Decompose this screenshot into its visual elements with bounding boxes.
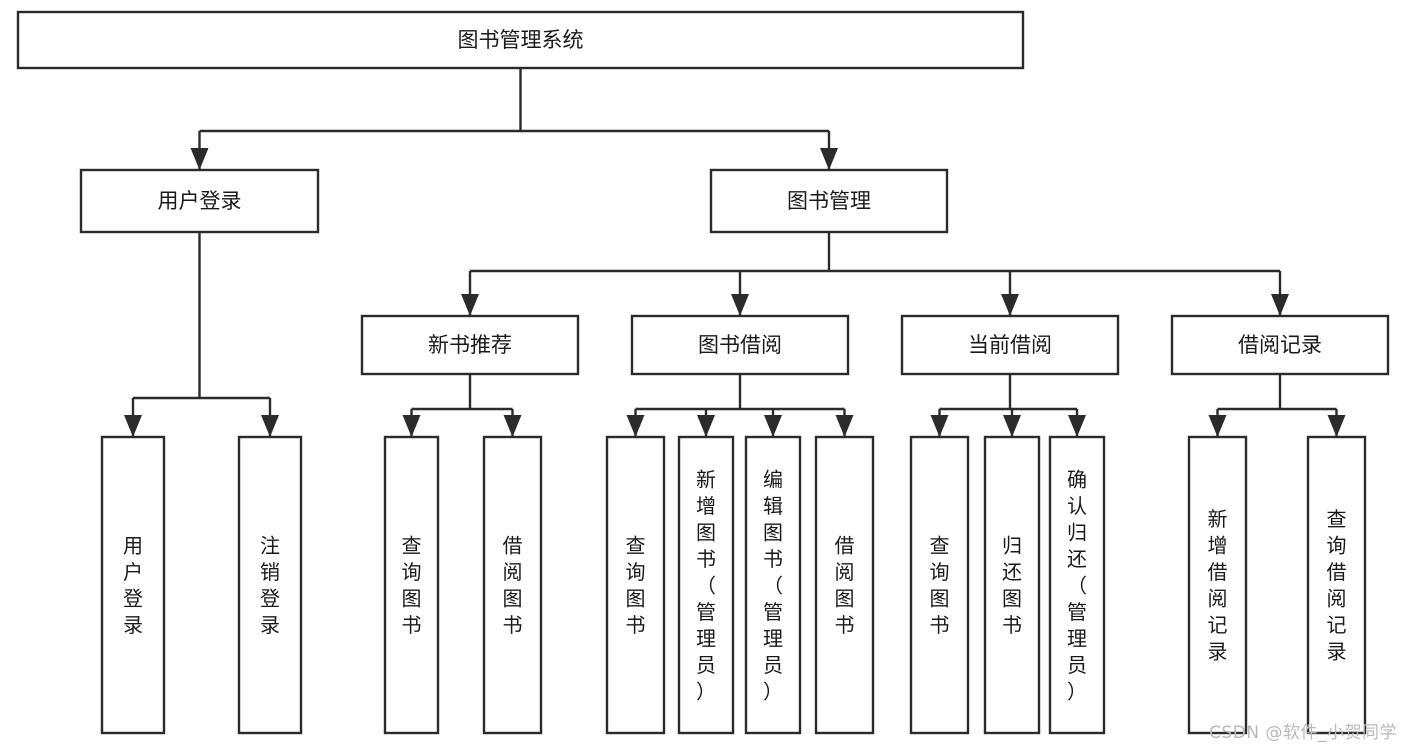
level2-node-1[interactable]: 新书推荐	[360, 314, 580, 376]
leaf-node-box[interactable]	[237, 435, 303, 735]
connectors-layer	[124, 68, 1346, 437]
arrow-head-icon	[835, 415, 854, 437]
leaf-node-label: 查询图书	[930, 534, 950, 638]
leaf-node-11[interactable]: 确认归还（管理员）	[1048, 435, 1106, 735]
level1-node-1[interactable]: 用户登录	[79, 168, 320, 234]
arrow-head-icon	[402, 415, 421, 437]
leaf-node-label: 借阅图书	[835, 534, 855, 638]
arrow-head-icon	[1327, 415, 1346, 437]
level2-node-3[interactable]: 当前借阅	[900, 314, 1120, 376]
leaf-node-box[interactable]	[605, 435, 666, 735]
level1-node-label: 图书管理	[787, 189, 871, 213]
arrow-head-icon	[697, 415, 715, 437]
arrow-head-icon	[626, 415, 645, 437]
leaf-node-box[interactable]	[482, 435, 543, 735]
arrow-head-icon	[1003, 415, 1021, 437]
leaf-node-label: 归还图书	[1002, 534, 1022, 638]
level2-node-label: 新书推荐	[428, 333, 512, 357]
leaf-node-5[interactable]: 查询图书	[605, 435, 666, 735]
leaf-node-6[interactable]: 新增图书（管理员）	[677, 435, 735, 735]
leaf-node-7[interactable]: 编辑图书（管理员）	[744, 435, 802, 735]
leaf-node-box[interactable]	[983, 435, 1041, 735]
leaf-node-label: 新增图书（管理员）	[696, 467, 716, 703]
root-node-label: 图书管理系统	[458, 28, 584, 52]
leaf-node-box[interactable]	[1306, 435, 1367, 735]
arrow-head-icon	[124, 415, 142, 437]
leaf-node-box[interactable]	[100, 435, 166, 735]
leaf-node-8[interactable]: 借阅图书	[814, 435, 875, 735]
root-node-1[interactable]: 图书管理系统	[16, 10, 1025, 70]
arrow-head-icon	[930, 415, 949, 437]
level2-node-label: 当前借阅	[968, 333, 1052, 357]
leaf-node-box[interactable]	[1187, 435, 1248, 735]
leaf-node-label: 查询图书	[402, 534, 422, 638]
leaf-node-label: 新增借阅记录	[1208, 507, 1228, 664]
leaf-node-box[interactable]	[909, 435, 970, 735]
level1-node-label: 用户登录	[158, 189, 242, 213]
level2-node-4[interactable]: 借阅记录	[1170, 314, 1390, 376]
leaf-node-label: 编辑图书（管理员）	[763, 467, 783, 703]
level2-node-label: 借阅记录	[1238, 333, 1322, 357]
leaf-node-2[interactable]: 注销登录	[237, 435, 303, 735]
level2-node-2[interactable]: 图书借阅	[630, 314, 850, 376]
leaf-node-9[interactable]: 查询图书	[909, 435, 970, 735]
level1-node-box[interactable]	[79, 168, 320, 234]
level2-node-label: 图书借阅	[698, 333, 782, 357]
leaf-node-13[interactable]: 查询借阅记录	[1306, 435, 1367, 735]
level1-node-2[interactable]: 图书管理	[709, 168, 949, 234]
leaf-node-1[interactable]: 用户登录	[100, 435, 166, 735]
arrow-head-icon	[1271, 294, 1289, 316]
leaf-node-box[interactable]	[814, 435, 875, 735]
arrow-head-icon	[1068, 415, 1086, 437]
level2-node-box[interactable]	[360, 314, 580, 376]
leaf-node-label: 查询图书	[626, 534, 646, 638]
arrow-head-icon	[1001, 294, 1019, 316]
level1-node-box[interactable]	[709, 168, 949, 234]
leaf-node-box[interactable]	[744, 435, 802, 735]
arrow-head-icon	[461, 294, 479, 316]
level2-node-box[interactable]	[1170, 314, 1390, 376]
arrow-head-icon	[731, 294, 749, 316]
csdn-watermark: CSDN @软件_小贺同学	[1209, 723, 1397, 743]
level2-node-box[interactable]	[630, 314, 850, 376]
leaf-node-box[interactable]	[1048, 435, 1106, 735]
arrow-head-icon	[261, 415, 279, 437]
leaf-node-4[interactable]: 借阅图书	[482, 435, 543, 735]
leaf-node-12[interactable]: 新增借阅记录	[1187, 435, 1248, 735]
arrow-head-icon	[190, 148, 209, 170]
arrow-head-icon	[820, 148, 838, 170]
arrow-head-icon	[503, 415, 522, 437]
leaf-node-label: 借阅图书	[503, 534, 523, 638]
leaf-node-box[interactable]	[383, 435, 440, 735]
leaf-node-label: 用户登录	[123, 534, 143, 638]
leaf-node-label: 确认归还（管理员）	[1067, 467, 1087, 703]
leaf-node-label: 查询借阅记录	[1327, 507, 1347, 664]
arrow-head-icon	[764, 415, 782, 437]
arrow-head-icon	[1208, 415, 1227, 437]
root-node-box[interactable]	[16, 10, 1025, 70]
leaf-node-3[interactable]: 查询图书	[383, 435, 440, 735]
leaf-node-box[interactable]	[677, 435, 735, 735]
level2-node-box[interactable]	[900, 314, 1120, 376]
nodes-layer: 图书管理系统用户登录图书管理新书推荐图书借阅当前借阅借阅记录用户登录注销登录查询…	[16, 10, 1390, 735]
leaf-node-10[interactable]: 归还图书	[983, 435, 1041, 735]
leaf-node-label: 注销登录	[260, 534, 280, 638]
